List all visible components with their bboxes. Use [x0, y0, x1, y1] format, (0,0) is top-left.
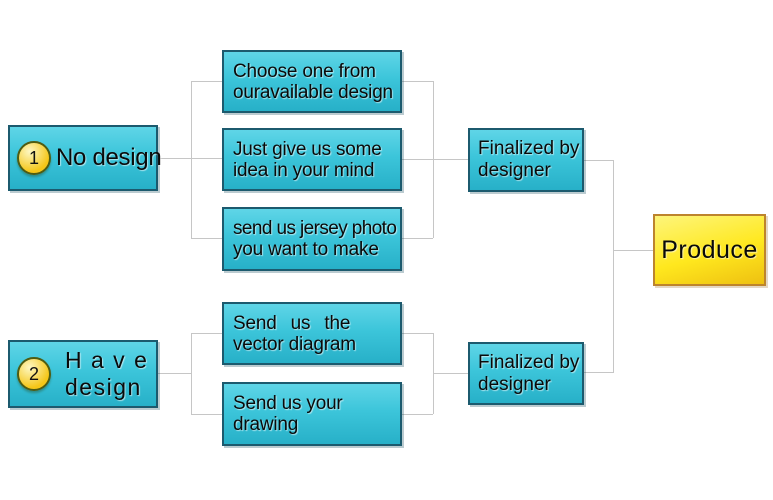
- connector: [402, 159, 468, 160]
- connector: [613, 160, 614, 373]
- node-produce-label: Produce: [661, 235, 758, 264]
- node-finalized-bottom-line1: Finalized by: [478, 351, 580, 373]
- node-finalized-by-designer-top: Finalized by designer: [468, 128, 584, 192]
- node-give-idea: Just give us some idea in your mind: [222, 128, 402, 191]
- connector: [583, 160, 613, 161]
- connector: [402, 238, 433, 239]
- node-produce: Produce: [653, 214, 766, 286]
- node-have-design-line1: H a v e: [65, 347, 149, 373]
- connector: [191, 414, 222, 415]
- connector: [402, 81, 433, 82]
- connector: [613, 250, 653, 251]
- connector: [191, 238, 222, 239]
- node-send-drawing: Send us your drawing: [222, 382, 402, 446]
- connector: [433, 373, 468, 374]
- node-have-design-line2: design: [65, 374, 142, 400]
- node-vector-line1: Send us the: [233, 312, 351, 334]
- connector: [191, 333, 192, 414]
- node-drawing-line2: drawing: [233, 414, 299, 435]
- connector: [433, 81, 434, 238]
- node-jersey-line2: you want to make: [233, 239, 379, 260]
- node-send-vector-diagram: Send us the vector diagram: [222, 302, 402, 365]
- node-finalized-by-designer-bottom: Finalized by designer: [468, 342, 584, 405]
- node-choose-line1: Choose one from: [233, 60, 376, 82]
- node-finalized-bottom-line2: designer: [478, 373, 551, 395]
- node-choose-line2: ouravailable design: [233, 81, 393, 103]
- connector: [158, 373, 191, 374]
- connector: [402, 414, 433, 415]
- connector: [158, 158, 222, 159]
- connector: [583, 372, 613, 373]
- node-drawing-line1: Send us your: [233, 393, 343, 414]
- node-have-design-label: H a v e design: [65, 347, 148, 401]
- node-idea-line2: idea in your mind: [233, 159, 375, 181]
- connector: [191, 333, 222, 334]
- node-finalized-top-line1: Finalized by: [478, 138, 580, 159]
- node-send-jersey-photo: send us jersey photo you want to make: [222, 207, 402, 271]
- node-no-design-label: No design: [56, 144, 162, 171]
- node-idea-line1: Just give us some: [233, 138, 382, 160]
- connector: [191, 81, 222, 82]
- node-have-design: 2 H a v e design: [8, 340, 158, 408]
- step-1-badge: 1: [17, 141, 51, 175]
- node-no-design: 1 No design: [8, 125, 162, 191]
- step-2-badge: 2: [17, 357, 51, 391]
- node-jersey-line1: send us jersey photo: [233, 218, 397, 239]
- connector: [191, 81, 192, 238]
- node-choose-available-design: Choose one from ouravailable design: [222, 50, 402, 113]
- node-vector-line2: vector diagram: [233, 333, 356, 355]
- node-finalized-top-line2: designer: [478, 160, 551, 181]
- connector: [402, 333, 433, 334]
